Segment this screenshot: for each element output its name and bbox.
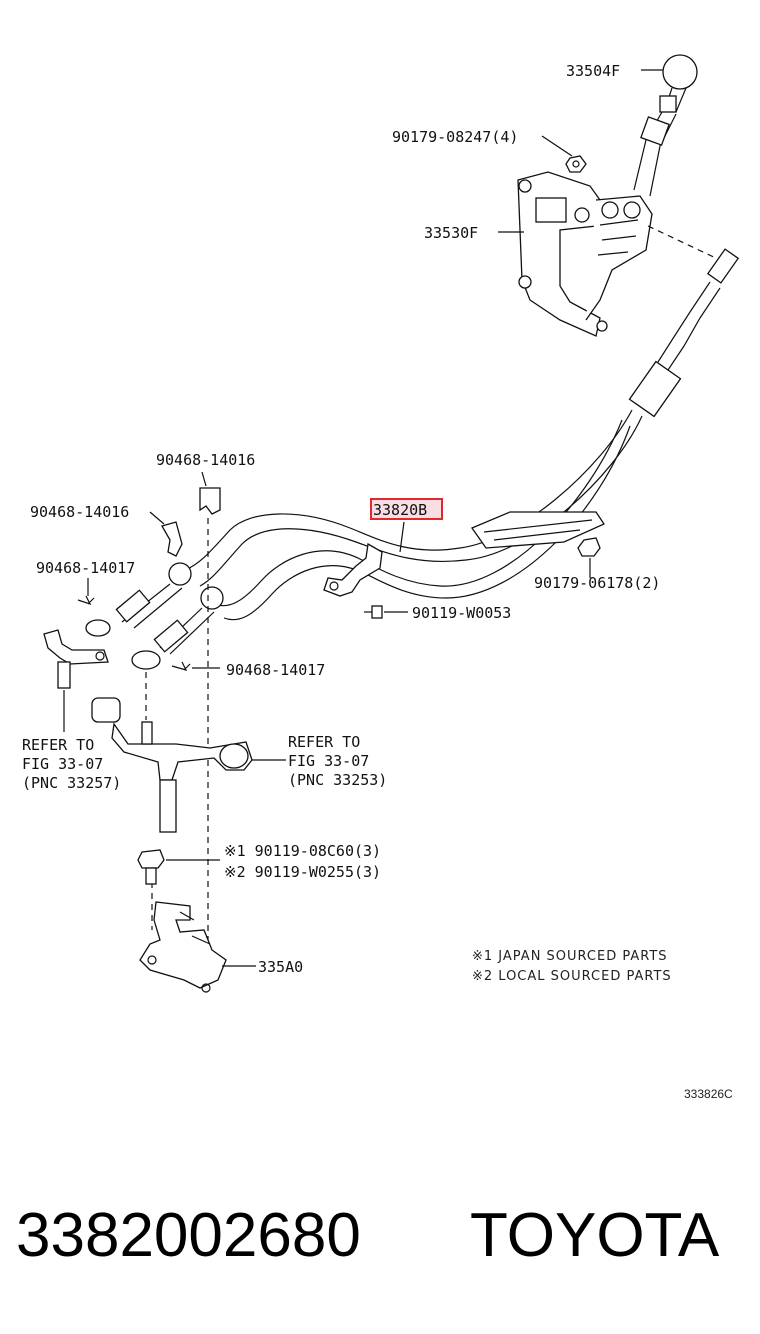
label-knob: 33504F	[566, 62, 620, 80]
shift-bracket	[517, 171, 653, 337]
label-base-bracket: 335A0	[258, 958, 303, 976]
label-highlighted-part: 33820B	[373, 501, 427, 519]
cable-plate	[471, 511, 605, 549]
clip-left	[161, 521, 183, 557]
label-nut-right: 90179-06178(2)	[534, 574, 660, 592]
shift-lever-assembly	[91, 697, 253, 833]
dash-link-top	[647, 225, 721, 261]
base-bracket	[139, 901, 227, 993]
lever-left	[43, 629, 109, 689]
label-clip-left: 90468-14016	[30, 503, 129, 521]
pin-right	[171, 661, 191, 671]
label-bolt-japan: ※1 90119-08C60(3)	[224, 842, 381, 860]
highlight-box	[370, 498, 443, 520]
label-pin-right: 90468-14017	[226, 661, 325, 679]
leader-nut-top	[541, 135, 573, 157]
label-refer-left-1: REFER TO	[22, 736, 94, 754]
cable-end-left	[85, 562, 192, 637]
leader-highlighted	[399, 521, 405, 553]
cable-upper-end	[628, 248, 740, 418]
clip-upper	[199, 487, 221, 515]
label-refer-left-3: (PNC 33257)	[22, 774, 121, 792]
label-nut-top: 90179-08247(4)	[392, 128, 518, 146]
leader-clip-upper	[201, 471, 207, 487]
bolt-mid	[364, 605, 383, 619]
label-refer-right-3: (PNC 33253)	[288, 771, 387, 789]
cable-retainer	[323, 542, 383, 597]
note-local: ※2 LOCAL SOURCED PARTS	[472, 969, 672, 984]
label-refer-right-1: REFER TO	[288, 733, 360, 751]
label-clip-upper: 90468-14016	[156, 451, 255, 469]
brand-name: TOYOTA	[470, 1201, 720, 1270]
leader-clip-left	[149, 511, 165, 525]
cable-end-right	[131, 586, 224, 670]
nut-top	[565, 155, 587, 173]
label-pin-left: 90468-14017	[36, 559, 135, 577]
label-bracket-top: 33530F	[424, 224, 478, 242]
label-refer-right-2: FIG 33-07	[288, 752, 369, 770]
label-refer-left-2: FIG 33-07	[22, 755, 103, 773]
figure-code: 333826C	[684, 1087, 733, 1101]
label-bolt-local: ※2 90119-W0255(3)	[224, 863, 381, 881]
bolt-lower	[137, 849, 165, 885]
pin-left	[77, 595, 95, 606]
part-number: 3382002680	[16, 1201, 361, 1270]
label-bolt-mid: 90119-W0053	[412, 604, 511, 622]
shift-knob	[633, 54, 698, 197]
nut-right	[577, 537, 601, 557]
note-japan: ※1 JAPAN SOURCED PARTS	[472, 949, 668, 964]
